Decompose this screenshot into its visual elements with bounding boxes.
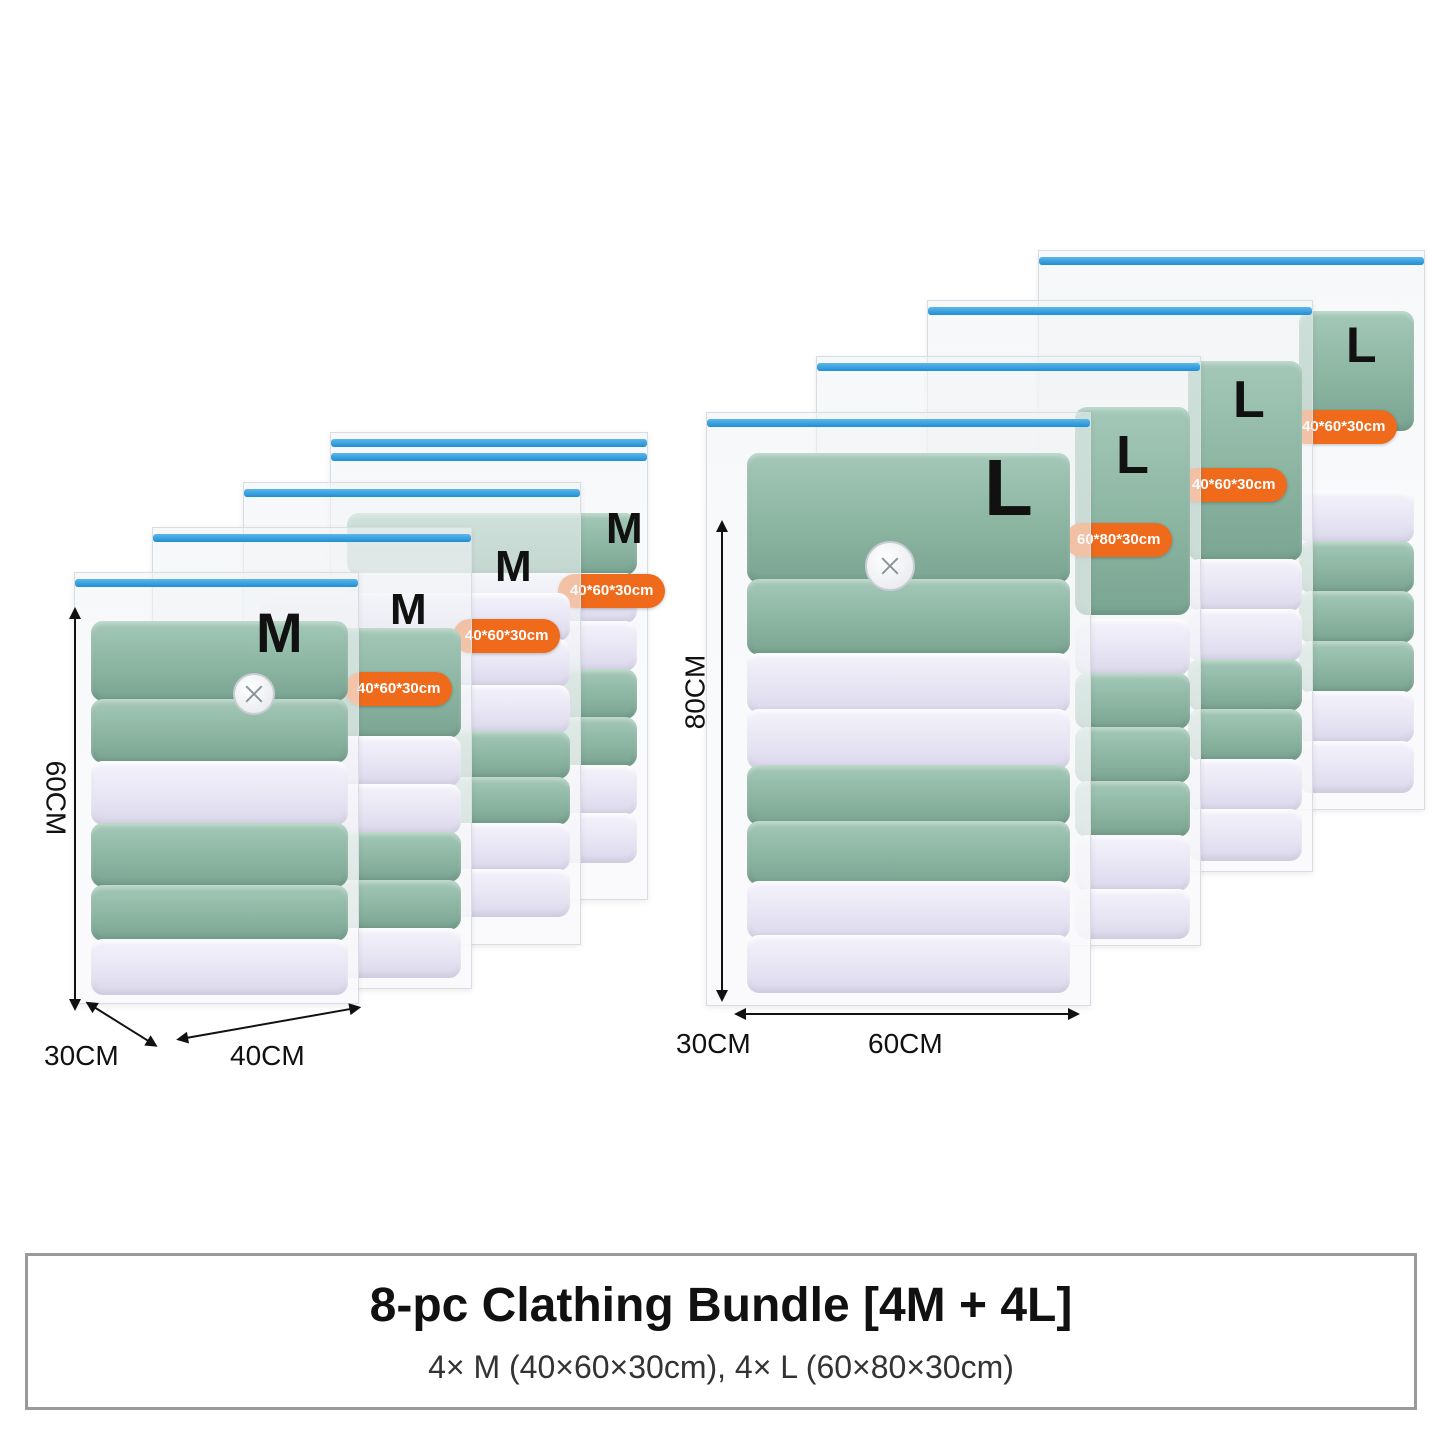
large-bag-1: L bbox=[706, 412, 1091, 1006]
valve-icon bbox=[865, 541, 915, 591]
height-arrow-medium bbox=[69, 607, 81, 1011]
product-title: 8-pc Clathing Bundle [4M + 4L] bbox=[369, 1279, 1073, 1332]
width-label-medium: 40CM bbox=[230, 1040, 305, 1071]
depth-label-large: 30CM bbox=[676, 1028, 751, 1059]
zipper-icon bbox=[928, 307, 1312, 315]
valve-icon bbox=[233, 673, 275, 715]
size-letter-l: L bbox=[1116, 425, 1149, 485]
height-label-medium: 60CM bbox=[40, 760, 72, 836]
size-letter-l: L bbox=[1233, 371, 1265, 429]
zipper-icon bbox=[1039, 257, 1424, 265]
caption-box: 8-pc Clathing Bundle [4M + 4L] 4× M (40×… bbox=[25, 1253, 1417, 1410]
depth-label-medium: 30CM bbox=[44, 1040, 119, 1071]
width-arrow-large bbox=[734, 1008, 1080, 1020]
size-letter-m: M bbox=[390, 585, 427, 634]
size-letter-m: M bbox=[495, 542, 532, 591]
zipper-icon bbox=[707, 419, 1090, 427]
zipper-icon bbox=[817, 363, 1200, 371]
height-label-large: 80CM bbox=[679, 654, 711, 730]
size-letter-m: M bbox=[606, 504, 643, 553]
zipper-icon bbox=[153, 534, 471, 542]
width-label-large: 60CM bbox=[868, 1028, 943, 1059]
size-letter-m: M bbox=[256, 601, 303, 664]
zipper-icon bbox=[75, 579, 358, 587]
width-arrow-medium bbox=[185, 1007, 352, 1039]
zipper-icon bbox=[331, 439, 647, 447]
size-letter-l: L bbox=[1346, 317, 1377, 373]
zipper-icon bbox=[244, 489, 580, 497]
size-letter-l: L bbox=[984, 443, 1033, 532]
product-subtitle: 4× M (40×60×30cm), 4× L (60×80×30cm) bbox=[428, 1349, 1014, 1385]
medium-bag-1: M bbox=[74, 572, 359, 1004]
size-tag: 40*60*30cm bbox=[345, 672, 453, 706]
depth-arrow-medium bbox=[93, 1006, 150, 1043]
height-arrow-large bbox=[716, 520, 728, 1002]
